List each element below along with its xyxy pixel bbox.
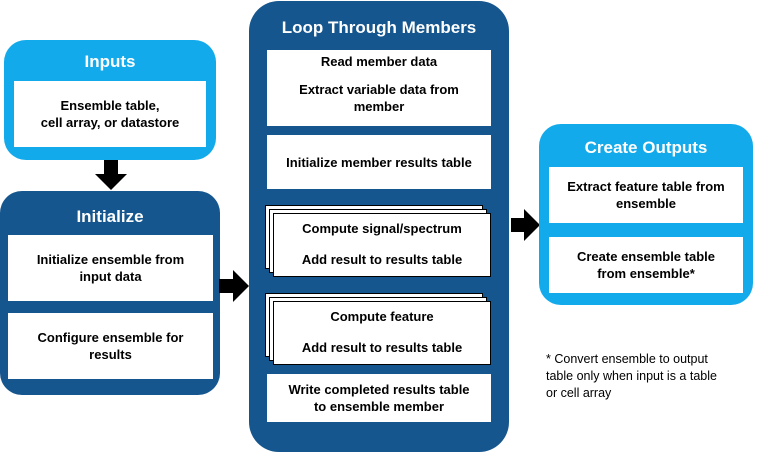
outputs-box-create-text: Create ensemble table from ensemble* — [576, 249, 715, 281]
loop-box-write: Write completed results table to ensembl… — [267, 374, 491, 422]
feature-stack-front: Compute feature Add result to results ta… — [273, 301, 491, 365]
loop-panel: Loop Through Members Read member data Ex… — [249, 1, 509, 452]
loop-box-init-table: Initialize member results table — [267, 135, 491, 189]
inputs-box-text: Ensemble table, cell array, or datastore — [40, 98, 180, 130]
loop-write-text: Write completed results table to ensembl… — [288, 382, 470, 414]
outputs-box-extract-text: Extract feature table from ensemble — [567, 179, 725, 211]
outputs-panel: Create Outputs Extract feature table fro… — [539, 124, 753, 305]
outputs-title: Create Outputs — [584, 138, 708, 157]
feature-add-text: Add result to results table — [301, 340, 463, 355]
inputs-box: Ensemble table, cell array, or datastore — [14, 81, 206, 147]
initialize-box-ensemble: Initialize ensemble from input data — [8, 235, 213, 301]
loop-extract-text: Extract variable data from member — [299, 82, 459, 114]
initialize-box-configure: Configure ensemble for results — [8, 313, 213, 379]
signal-add-text: Add result to results table — [301, 252, 463, 267]
signal-compute-text: Compute signal/spectrum — [302, 221, 462, 236]
loop-title: Loop Through Members — [281, 18, 477, 37]
loop-read-text: Read member data — [320, 54, 438, 69]
footnote: * Convert ensemble to output table only … — [546, 352, 717, 400]
outputs-box-create: Create ensemble table from ensemble* — [549, 237, 743, 293]
initialize-panel: Initialize Initialize ensemble from inpu… — [0, 191, 220, 395]
loop-init-table-text: Initialize member results table — [286, 154, 472, 170]
initialize-box-configure-text: Configure ensemble for results — [37, 330, 184, 362]
loop-box-read-extract: Read member data Extract variable data f… — [267, 50, 491, 126]
feature-compute-text: Compute feature — [330, 309, 434, 324]
inputs-panel: Inputs Ensemble table, cell array, or da… — [4, 40, 216, 160]
arrow-right-icon — [511, 209, 540, 241]
initialize-box-ensemble-text: Initialize ensemble from input data — [36, 252, 185, 284]
arrow-down-icon — [95, 160, 127, 190]
initialize-title: Initialize — [76, 207, 144, 226]
outputs-box-extract: Extract feature table from ensemble — [549, 167, 743, 223]
signal-stack-front: Compute signal/spectrum Add result to re… — [273, 213, 491, 277]
arrow-right-icon — [219, 270, 249, 302]
inputs-title: Inputs — [84, 52, 136, 71]
